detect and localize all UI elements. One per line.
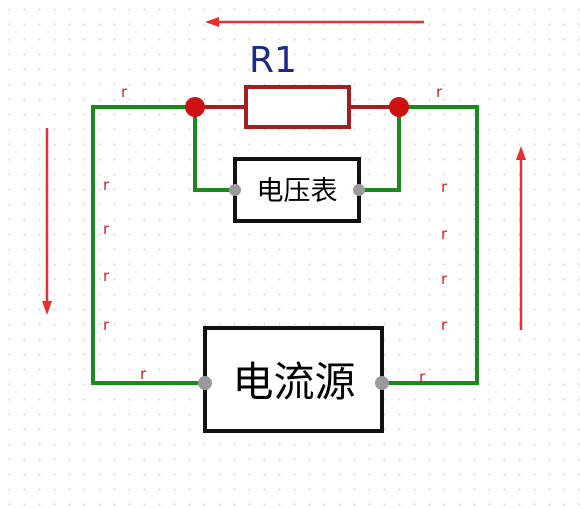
wire-label-left-3: r [103,267,110,285]
wire-label-right-2: r [441,225,448,243]
junction-node-right [389,97,409,117]
junction-node-left [185,97,205,117]
current-direction-arrow-right [516,146,526,330]
wire-voltmeter-left [193,107,235,192]
wire-label-bottom-left: r [140,365,147,383]
wire-right-loop [382,105,479,385]
current-source: 电流源 [198,326,389,433]
voltmeter-terminal-left [229,184,241,196]
voltmeter: 电压表 [229,157,365,223]
wire-label-top-right: r [436,83,443,101]
wire-labels: r r r r r r r r r r r r [103,83,448,386]
voltmeter-terminal-right [353,184,365,196]
current-direction-arrow-left [42,128,52,315]
wire-label-top-left: r [121,83,128,101]
current-source-label: 电流源 [233,358,356,406]
current-source-terminal-right [375,376,389,390]
resistor-r1 [244,85,351,129]
wire-label-right-4: r [441,316,448,334]
current-source-terminal-left [198,376,212,390]
current-direction-arrow-top [205,17,424,27]
wire-label-right-3: r [441,270,448,288]
resistor-label: R1 [249,40,297,81]
wire-left-loop [91,105,205,385]
voltmeter-label: 电压表 [257,176,338,207]
wire-network [91,105,479,385]
wire-label-right-1: r [441,178,448,196]
wire-label-left-1: r [103,176,110,194]
wire-label-left-4: r [103,316,110,334]
wire-voltmeter-right [359,107,401,192]
wire-label-left-2: r [103,220,110,238]
wire-label-bottom-right: r [419,368,426,386]
